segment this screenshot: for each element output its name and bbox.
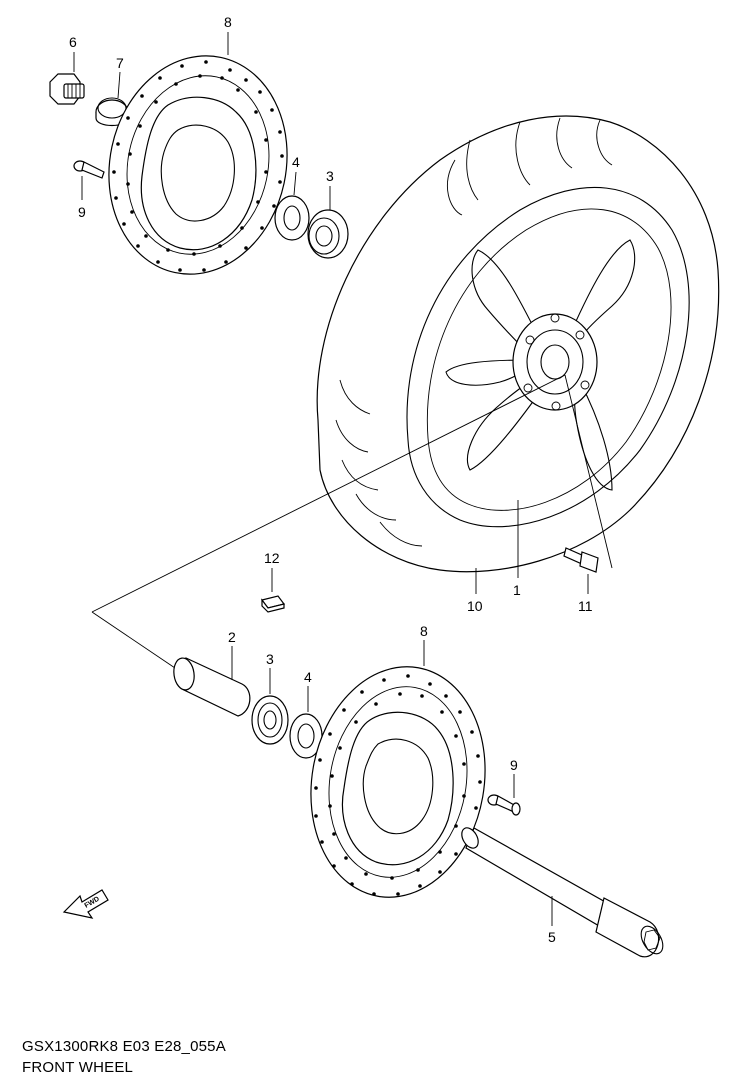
callout-9-lower: 9: [510, 757, 518, 773]
diagram-title: FRONT WHEEL: [22, 1059, 134, 1076]
part-3-bearing-lower: [251, 668, 289, 745]
part-6-axle-nut: [49, 52, 85, 105]
part-9-disc-bolt-lower: [487, 774, 521, 816]
callout-8-upper: 8: [224, 14, 232, 30]
part-4-oil-seal-upper: [274, 171, 310, 241]
callout-3-upper: 3: [326, 168, 334, 184]
callout-5: 5: [548, 929, 556, 945]
part-8-brake-disc-lower: [310, 640, 486, 898]
callout-11: 11: [578, 598, 593, 614]
front-wheel-assembly: [316, 115, 720, 573]
part-11-valve: [563, 547, 599, 594]
rim-outer-edge: [406, 186, 690, 528]
part-12-balancer: [260, 568, 286, 613]
callout-3-lower: 3: [266, 651, 274, 667]
callout-8-lower: 8: [420, 623, 428, 639]
wheel-hub: [512, 313, 598, 411]
callout-1: 1: [513, 582, 521, 598]
part-3-bearing-upper: [307, 186, 349, 259]
tire-tread: [335, 117, 613, 547]
part-9-disc-bolt-upper: [73, 160, 105, 200]
part-8-brake-disc-upper: [108, 32, 288, 275]
callout-4-upper: 4: [292, 154, 300, 170]
disc-holes: [112, 60, 284, 272]
diagram-code: GSX1300RK8 E03 E28_055A: [22, 1038, 226, 1055]
part-2-spacer: [173, 646, 251, 717]
callout-10: 10: [467, 598, 483, 614]
callout-2: 2: [228, 629, 236, 645]
fwd-arrow-icon: FWD: [62, 889, 109, 919]
assembly-guide-lines: [91, 374, 613, 669]
rim-inner-edge: [426, 208, 672, 511]
callout-9-upper: 9: [78, 204, 86, 220]
part-4-oil-seal-lower: [289, 686, 323, 759]
callouts: 6 7 8 4 3 9 12 10 1 11 2 3 4 8 9 5: [69, 14, 593, 945]
part-5-axle-shaft: [461, 827, 664, 958]
callout-4-lower: 4: [304, 669, 312, 685]
callout-12: 12: [264, 550, 280, 566]
callout-6-upper: 6: [69, 34, 77, 50]
callout-7-upper: 7: [116, 55, 124, 71]
